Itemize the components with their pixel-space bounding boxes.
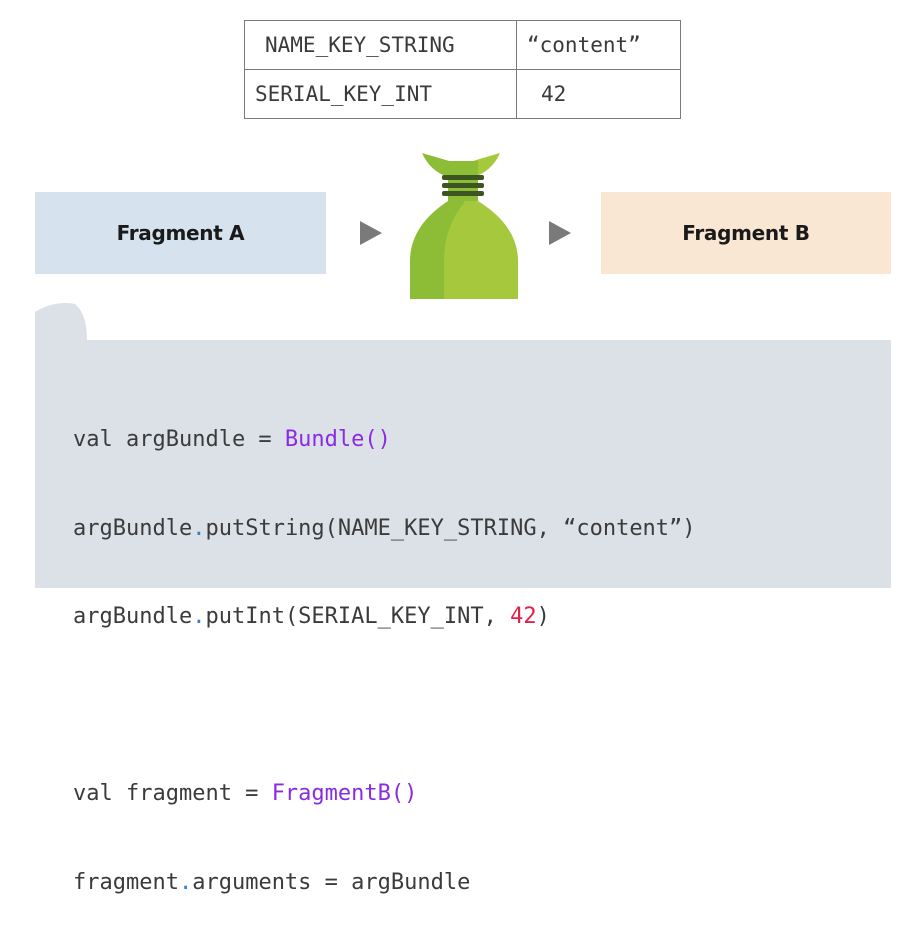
table-key-cell: NAME_KEY_STRING — [244, 20, 517, 70]
code-line: val argBundle = Bundle() — [73, 427, 391, 452]
fragment-b-box: Fragment B — [601, 192, 891, 274]
table-row: NAME_KEY_STRING “content” — [244, 20, 681, 70]
table-row: SERIAL_KEY_INT 42 — [244, 69, 681, 119]
fragment-a-label: Fragment A — [116, 221, 245, 245]
code-line: argBundle.putString(NAME_KEY_STRING, “co… — [73, 515, 696, 541]
table-value-cell: “content” — [516, 20, 681, 70]
right-arrow-icon — [360, 221, 382, 245]
code-line: fragment.arguments = argBundle — [73, 869, 471, 895]
right-arrow-icon — [549, 221, 571, 245]
code-panel — [35, 303, 891, 588]
bundle-contents-table: NAME_KEY_STRING “content” SERIAL_KEY_INT… — [244, 20, 681, 119]
code-blank-line — [73, 691, 696, 721]
code-line: val fragment = FragmentB() — [73, 781, 418, 806]
code-block: val argBundle = Bundle() argBundle.putSt… — [73, 366, 696, 927]
bundle-bag-icon — [410, 153, 518, 299]
fragment-a-box: Fragment A — [35, 192, 326, 274]
code-line: argBundle.putInt(SERIAL_KEY_INT, 42) — [73, 604, 550, 629]
fragment-b-label: Fragment B — [682, 221, 810, 245]
table-value-cell: 42 — [516, 69, 681, 119]
table-key-cell: SERIAL_KEY_INT — [244, 69, 517, 119]
